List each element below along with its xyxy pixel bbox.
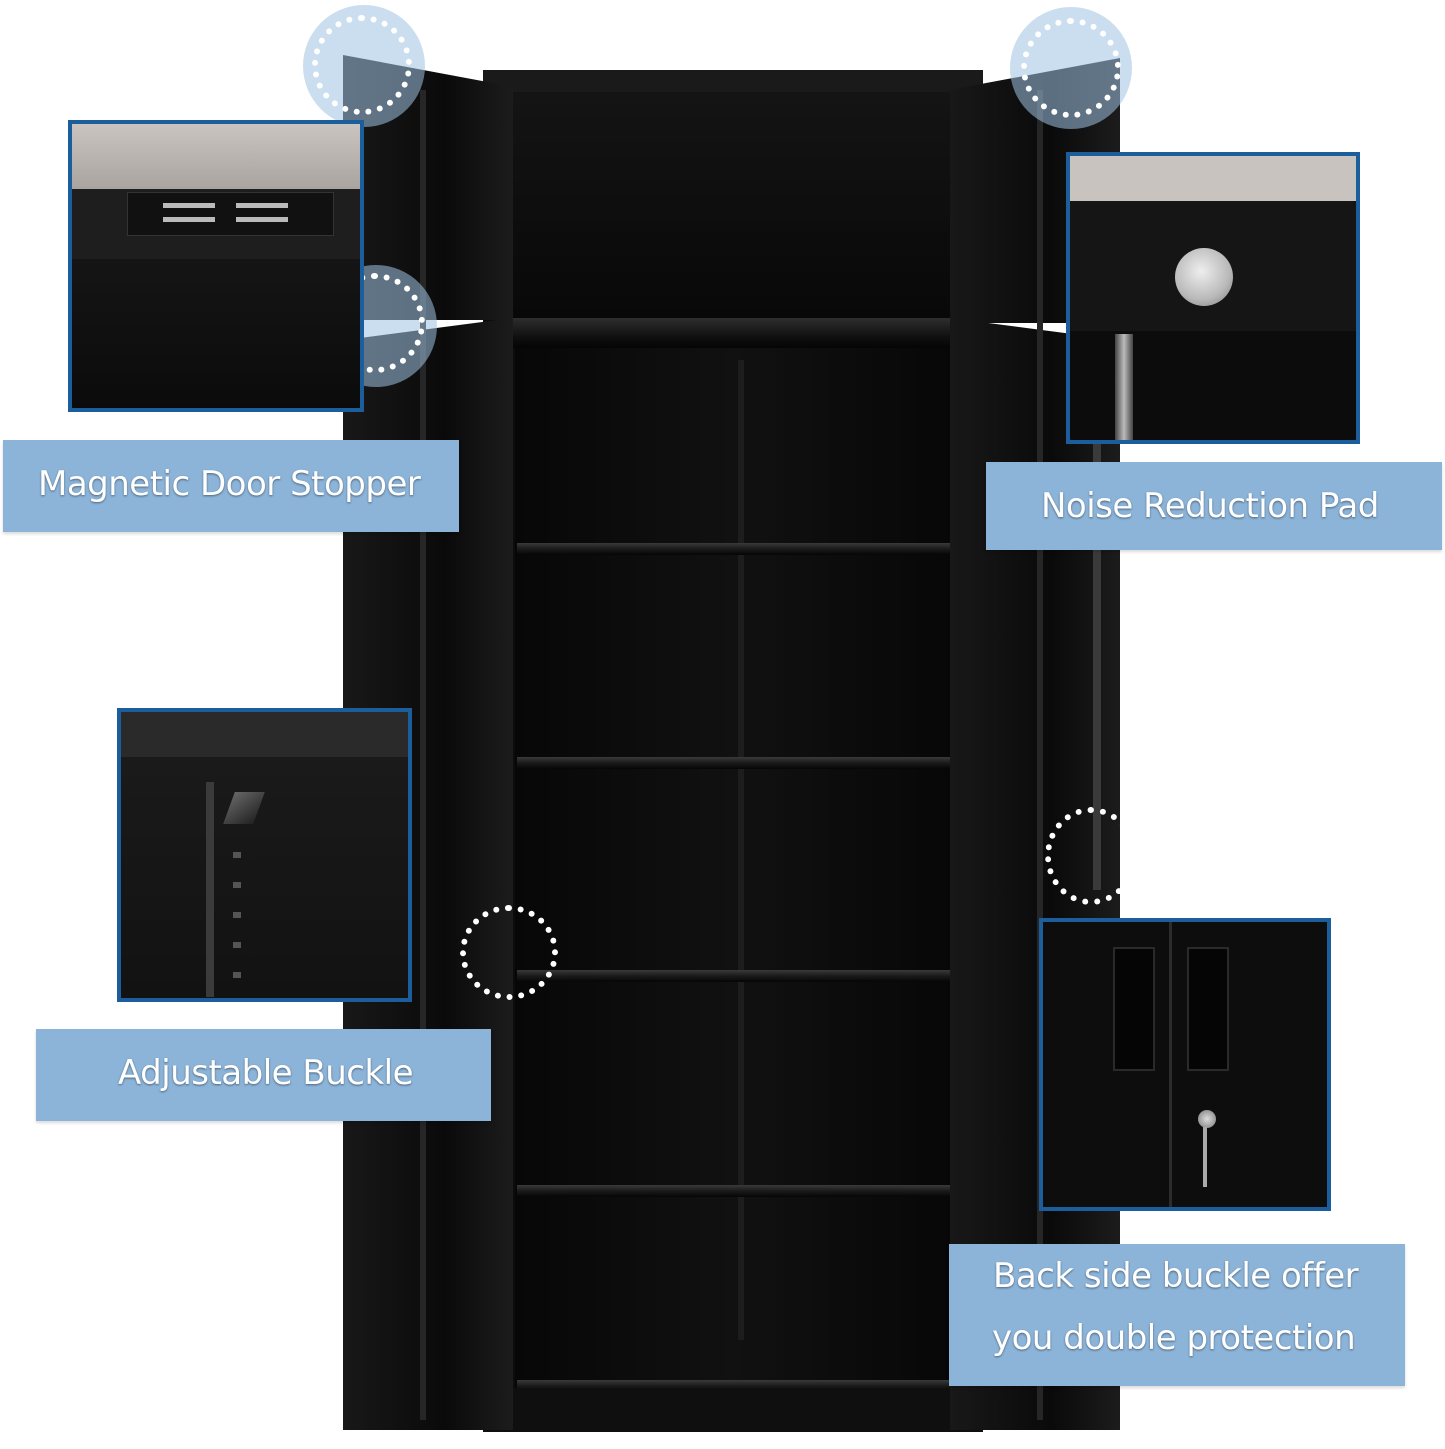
dotted-ring-top-left <box>312 15 412 115</box>
right-door-edge <box>1037 90 1043 1420</box>
dotted-ring-buckle <box>460 905 558 1000</box>
buckle-rail <box>206 782 214 997</box>
magnetic-door-stopper-banner: Magnetic Door Stopper <box>3 440 459 532</box>
detail-wall <box>72 124 360 189</box>
key <box>1203 1127 1207 1187</box>
noise-reduction-pad-banner: Noise Reduction Pad <box>986 462 1442 550</box>
lock-rod-detail <box>1115 334 1133 440</box>
left-door-handle <box>1113 947 1155 1071</box>
left-door-edge <box>420 90 426 1420</box>
lower-compartment <box>515 348 953 1388</box>
magnetic-door-stopper-label: Magnetic Door Stopper <box>38 464 421 504</box>
back-side-buckle-label-line1: Back side buckle offer <box>993 1256 1359 1296</box>
lock-cylinder <box>1198 1110 1216 1128</box>
right-door-handle <box>1187 947 1229 1071</box>
noise-reduction-pad-label: Noise Reduction Pad <box>1041 486 1379 526</box>
upper-divider-shelf <box>497 318 963 348</box>
locking-rod <box>1093 440 1101 890</box>
handle-lock-detail <box>1039 918 1331 1211</box>
cabinet-base <box>483 1388 983 1432</box>
adjustable-buckle-banner: Adjustable Buckle <box>36 1029 491 1121</box>
back-side-buckle-banner: Back side buckle offer you double protec… <box>949 1244 1405 1386</box>
adjustable-buckle-label: Adjustable Buckle <box>118 1053 414 1093</box>
shelf-2 <box>517 757 950 769</box>
adjustable-buckle-detail <box>117 708 412 1002</box>
magnetic-stopper-detail <box>68 120 364 412</box>
shelf-1 <box>517 543 950 555</box>
center-divider <box>738 360 744 1340</box>
upper-compartment <box>505 92 955 322</box>
noise-pad <box>1175 248 1233 306</box>
dotted-ring-top-right <box>1021 18 1121 118</box>
shelf-4 <box>517 1185 950 1197</box>
dotted-ring-back-buckle <box>1045 807 1137 905</box>
cabinet-top <box>483 70 983 92</box>
back-side-buckle-label-line2: you double protection <box>992 1318 1356 1358</box>
noise-pad-detail <box>1066 152 1360 444</box>
magnet-plate <box>127 192 334 236</box>
shelf-3 <box>517 970 950 982</box>
